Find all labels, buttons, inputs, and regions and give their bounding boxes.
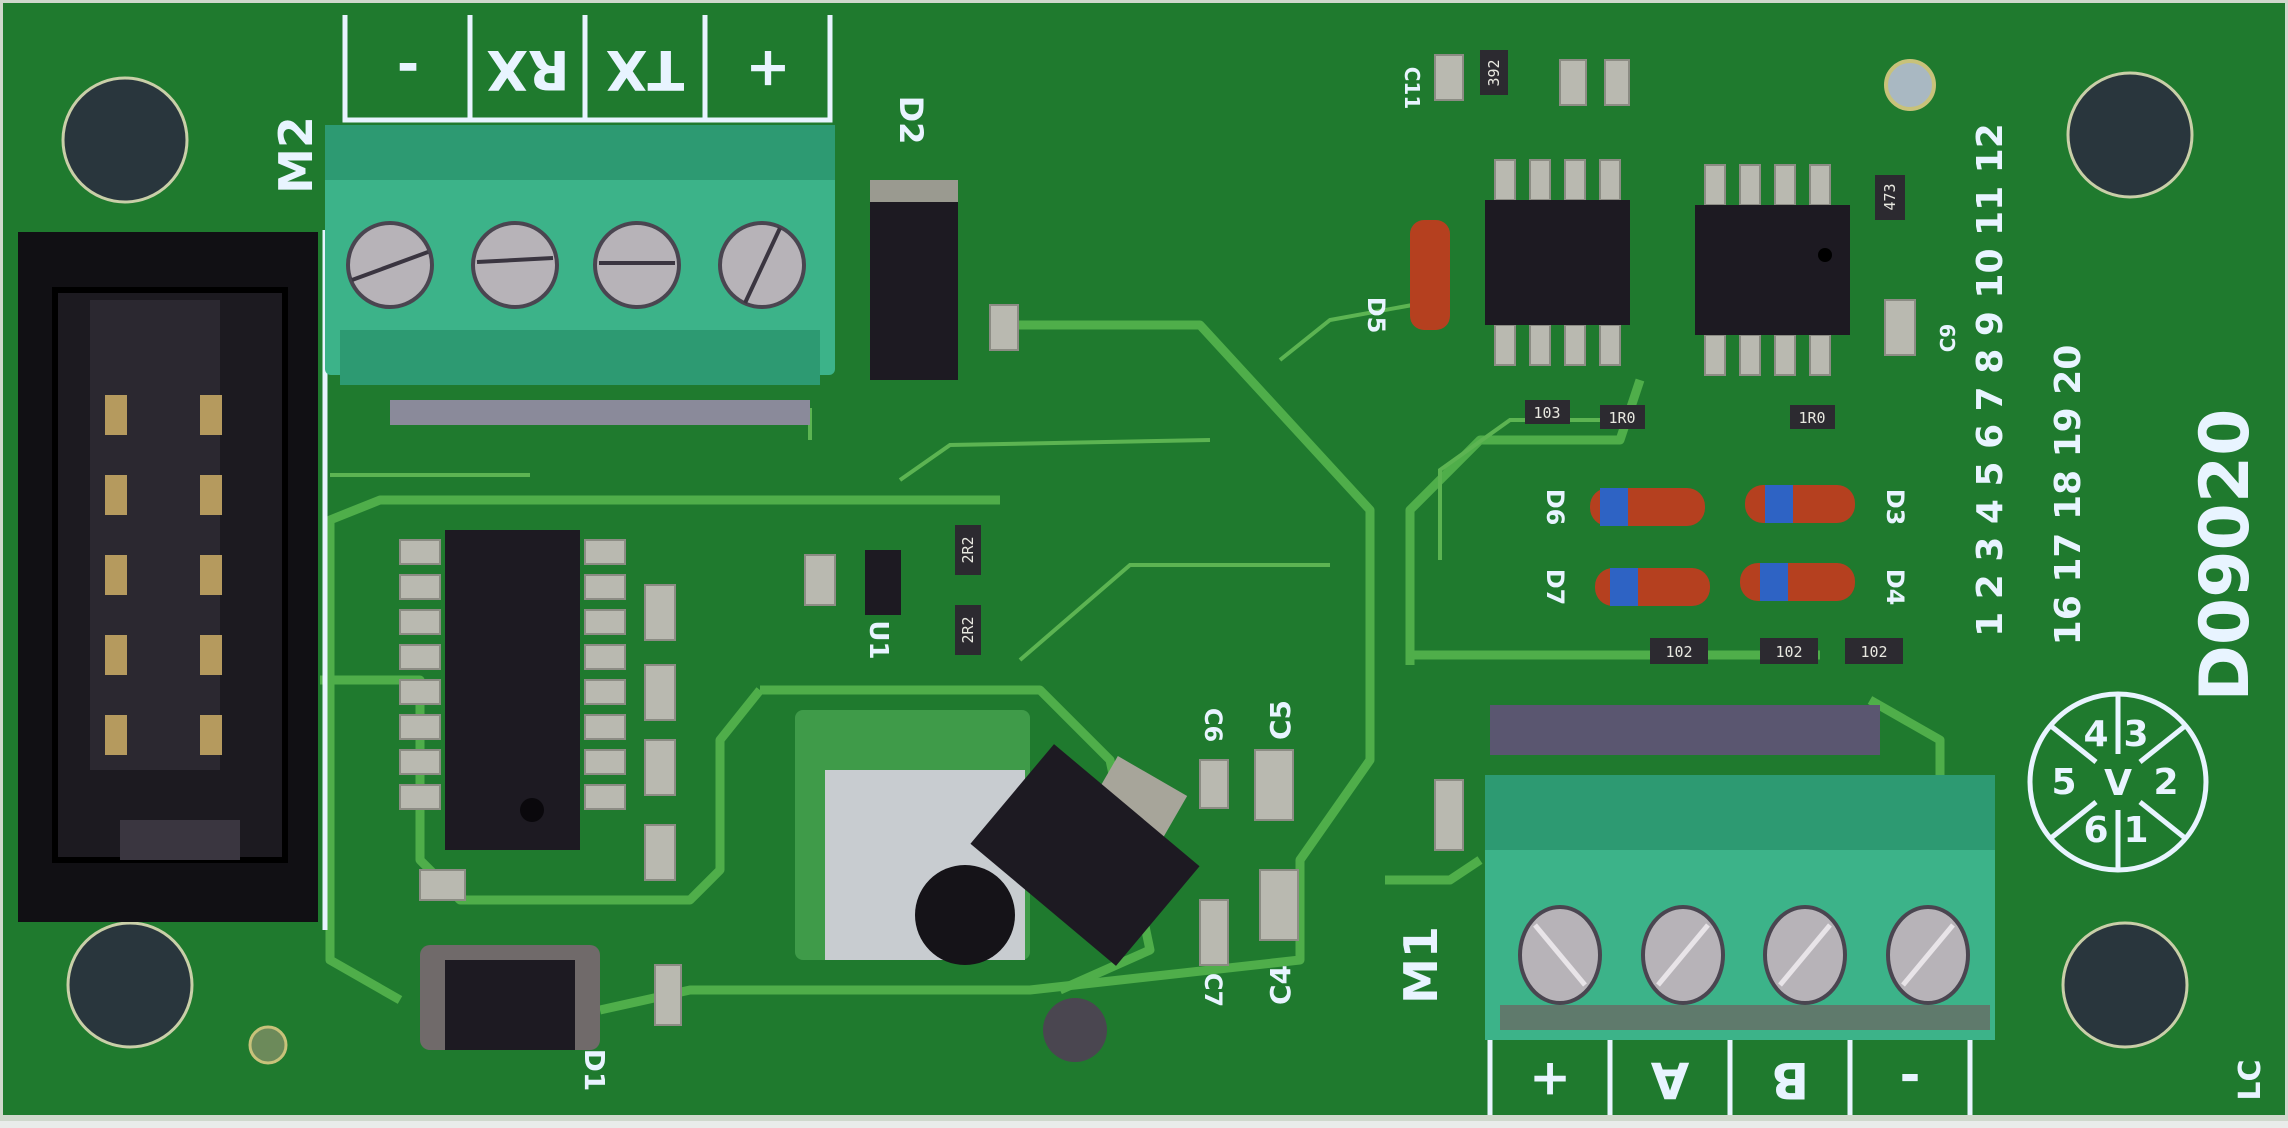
c9-label: C9 <box>1936 324 1960 353</box>
smd-capacitors-column <box>419 584 676 901</box>
smd-capacitor <box>1559 59 1587 106</box>
m2-pin-label: RX <box>486 38 569 101</box>
idc-header-connector[interactable] <box>18 232 318 922</box>
d6-label: D6 <box>1541 489 1569 526</box>
resistor-code: 473 <box>1881 183 1899 210</box>
m1-pin-label: + <box>1529 1051 1571 1109</box>
transistor-package <box>970 744 1200 966</box>
c6-label: C6 <box>1199 708 1227 742</box>
resistor-code: 102 <box>1665 643 1692 661</box>
diode-d4 <box>1740 563 1855 601</box>
position-numbers-row2: 16 17 18 19 20 <box>2048 345 2089 646</box>
smd-capacitor <box>1434 779 1464 851</box>
d3-label: D3 <box>1881 489 1909 526</box>
resistor <box>1600 405 1645 429</box>
diode-d1 <box>445 960 575 1050</box>
m2-pin-label: TX <box>606 38 684 101</box>
c4-label: C4 <box>1264 965 1297 1005</box>
dial-number: 5 <box>2051 762 2076 803</box>
m1-label: M1 <box>1394 926 1448 1004</box>
m2-pin-label: - <box>397 38 419 101</box>
m1-pin-labels: + A B - <box>1487 1040 1973 1115</box>
resistor-code: 1R0 <box>1608 409 1635 427</box>
resistor <box>1650 638 1708 664</box>
resistor-code: 102 <box>1860 643 1887 661</box>
c5-label: C5 <box>1264 700 1297 740</box>
smd-capacitor <box>1604 59 1630 106</box>
resistor <box>955 605 981 655</box>
mounting-hole <box>61 76 189 204</box>
c7-label: C7 <box>1199 973 1227 1007</box>
m2-screw[interactable] <box>471 221 559 309</box>
smd-capacitor <box>1434 54 1464 101</box>
diode-d5 <box>1410 220 1450 330</box>
smd-capacitor <box>804 554 836 606</box>
diode-d2-lead <box>870 180 958 202</box>
resistor <box>1760 638 1818 664</box>
m2-terminal-block[interactable] <box>325 125 835 425</box>
diode-d6 <box>1590 488 1705 526</box>
resistor <box>1480 50 1508 95</box>
ic-soic8-left <box>1485 159 1630 366</box>
resistor-code: 392 <box>1485 59 1503 86</box>
ic-soic8-right <box>1695 164 1850 376</box>
resistor-code: 1R0 <box>1798 409 1825 427</box>
diode-d2 <box>870 180 958 380</box>
resistor <box>1845 638 1903 664</box>
position-dial: V 1 2 3 4 5 6 <box>2027 691 2209 873</box>
m1-pin-label: B <box>1771 1051 1809 1109</box>
m1-pin-label: A <box>1650 1051 1689 1109</box>
resistor <box>1790 405 1835 429</box>
dial-number: 3 <box>2123 714 2148 755</box>
ic-u1 <box>865 550 901 615</box>
smd-capacitors-right <box>1199 749 1299 966</box>
resistor-code: 103 <box>1533 404 1560 422</box>
resistor-code: 2R2 <box>959 536 977 563</box>
dial-number: 4 <box>2083 714 2108 755</box>
d7-label: D7 <box>1541 569 1569 606</box>
d1-label: D1 <box>578 1049 611 1092</box>
diode-d3 <box>1745 485 1855 523</box>
fiducial <box>248 1025 288 1065</box>
smd-capacitor <box>1884 299 1916 356</box>
mounting-hole <box>66 921 194 1049</box>
m1-terminal-block[interactable] <box>1485 705 1995 1040</box>
m1-pin-label: - <box>1900 1051 1921 1109</box>
m2-pin-labels: - RX TX + <box>342 15 833 123</box>
ic-soic16 <box>399 530 626 850</box>
smd-capacitor <box>989 304 1019 351</box>
m2-pin-label: + <box>745 38 790 101</box>
d5-label: D5 <box>1362 297 1390 334</box>
position-numbers-row1: 1 2 3 4 5 6 7 8 9 10 11 12 <box>1970 123 2011 637</box>
resistor <box>1875 175 1905 220</box>
resistor <box>1525 400 1570 424</box>
c11-label: C11 <box>1400 67 1424 110</box>
m2-label: M2 <box>269 116 323 194</box>
d2-label: D2 <box>892 96 930 145</box>
dial-number: 6 <box>2083 810 2108 851</box>
resistor-code: 2R2 <box>959 616 977 643</box>
smd-capacitor <box>654 964 682 1026</box>
dial-number: 2 <box>2153 762 2178 803</box>
resistor <box>955 525 981 575</box>
via-fiducial <box>1884 59 1936 111</box>
mounting-hole <box>2061 921 2189 1049</box>
dial-number: 1 <box>2123 810 2148 851</box>
board-id: D09020 <box>2186 408 2265 701</box>
resistor-code: 102 <box>1775 643 1802 661</box>
dial-center: V <box>2104 763 2132 804</box>
maker-mark: LC <box>2233 1059 2268 1100</box>
diode-d7 <box>1595 568 1710 606</box>
power-regulator-area <box>795 710 1200 1062</box>
u1-label: U1 <box>863 620 893 659</box>
mounting-hole <box>2066 71 2194 199</box>
d4-label: D4 <box>1881 569 1909 606</box>
